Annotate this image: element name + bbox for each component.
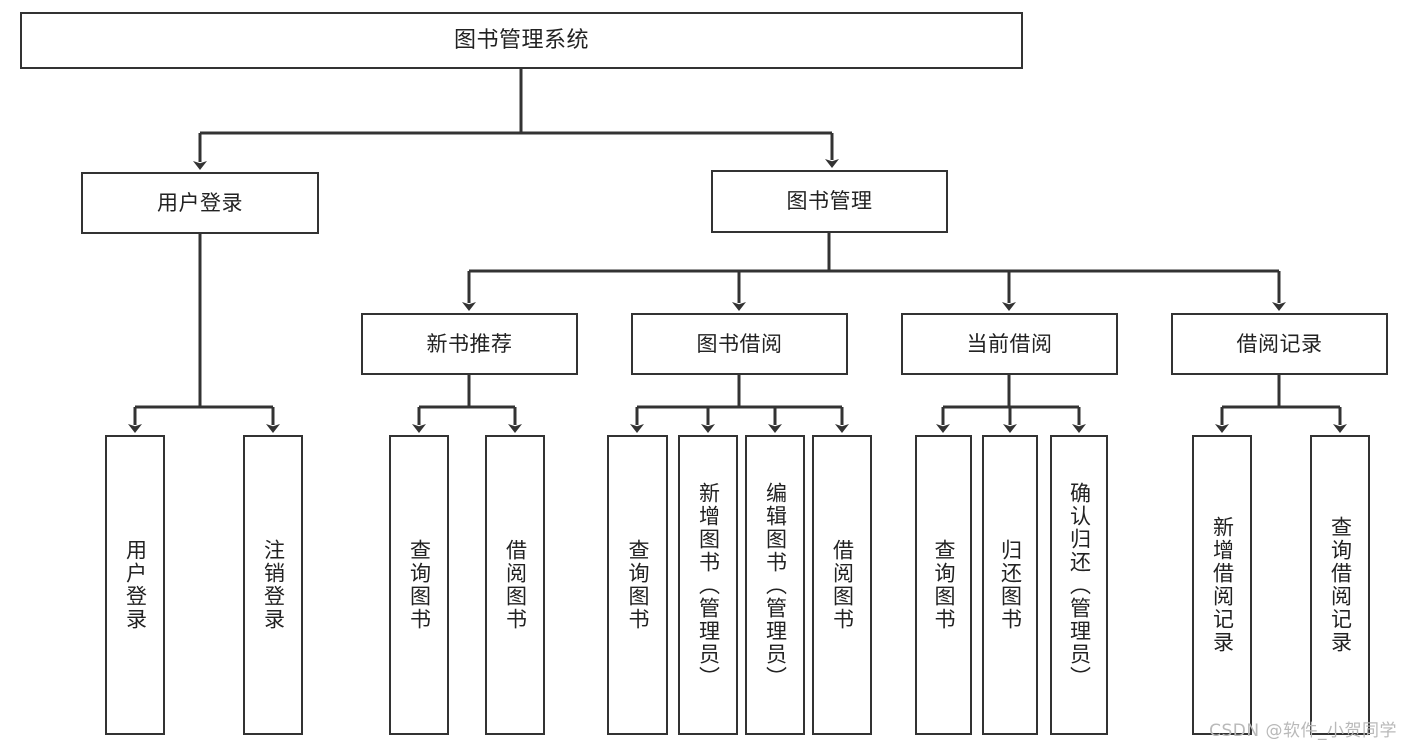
leaf-query-borrow-record-label: 查询借阅记录 <box>1328 516 1353 654</box>
node-book-borrow-label: 图书借阅 <box>696 331 783 356</box>
node-new-book-recommend[interactable]: 新书推荐 <box>361 313 578 375</box>
leaf-add-borrow-record-label: 新增借阅记录 <box>1210 516 1235 654</box>
node-user-login-label: 用户登录 <box>157 190 243 215</box>
node-book-manage[interactable]: 图书管理 <box>711 170 948 233</box>
leaf-return-book-label: 归还图书 <box>998 539 1023 631</box>
node-borrow-record-label: 借阅记录 <box>1236 331 1323 356</box>
leaf-query-book-1-label: 查询图书 <box>407 539 432 631</box>
node-book-borrow[interactable]: 图书借阅 <box>631 313 848 375</box>
leaf-user-login-label: 用户登录 <box>123 539 148 631</box>
leaf-query-borrow-record[interactable]: 查询借阅记录 <box>1310 435 1370 735</box>
leaf-borrow-book-1-label: 借阅图书 <box>503 539 528 631</box>
leaf-query-book-2-label: 查询图书 <box>626 539 650 631</box>
node-book-manage-label: 图书管理 <box>786 189 873 214</box>
leaf-edit-book[interactable]: 编辑图书（管理员） <box>745 435 805 735</box>
node-current-borrow-label: 当前借阅 <box>966 331 1053 356</box>
leaf-add-book-label: 新增图书（管理员） <box>696 482 721 689</box>
leaf-query-book-1[interactable]: 查询图书 <box>389 435 449 735</box>
node-root-label: 图书管理系统 <box>453 27 589 53</box>
leaf-borrow-book-2-label: 借阅图书 <box>830 539 855 631</box>
leaf-user-login[interactable]: 用户登录 <box>105 435 165 735</box>
node-borrow-record[interactable]: 借阅记录 <box>1171 313 1388 375</box>
leaf-logout[interactable]: 注销登录 <box>243 435 303 735</box>
leaf-edit-book-label: 编辑图书（管理员） <box>763 482 788 689</box>
node-new-book-recommend-label: 新书推荐 <box>426 331 513 356</box>
node-current-borrow[interactable]: 当前借阅 <box>901 313 1118 375</box>
leaf-confirm-return-label: 确认归还（管理员） <box>1067 482 1092 689</box>
leaf-query-book-2[interactable]: 查询图书 <box>607 435 668 735</box>
node-user-login[interactable]: 用户登录 <box>81 172 319 234</box>
leaf-confirm-return[interactable]: 确认归还（管理员） <box>1050 435 1108 735</box>
node-root[interactable]: 图书管理系统 <box>20 12 1023 69</box>
leaf-borrow-book-1[interactable]: 借阅图书 <box>485 435 545 735</box>
leaf-query-book-3[interactable]: 查询图书 <box>915 435 972 735</box>
leaf-add-book[interactable]: 新增图书（管理员） <box>678 435 738 735</box>
leaf-borrow-book-2[interactable]: 借阅图书 <box>812 435 872 735</box>
leaf-return-book[interactable]: 归还图书 <box>982 435 1038 735</box>
leaf-logout-label: 注销登录 <box>261 539 286 631</box>
leaf-query-book-3-label: 查询图书 <box>932 539 956 631</box>
leaf-add-borrow-record[interactable]: 新增借阅记录 <box>1192 435 1252 735</box>
